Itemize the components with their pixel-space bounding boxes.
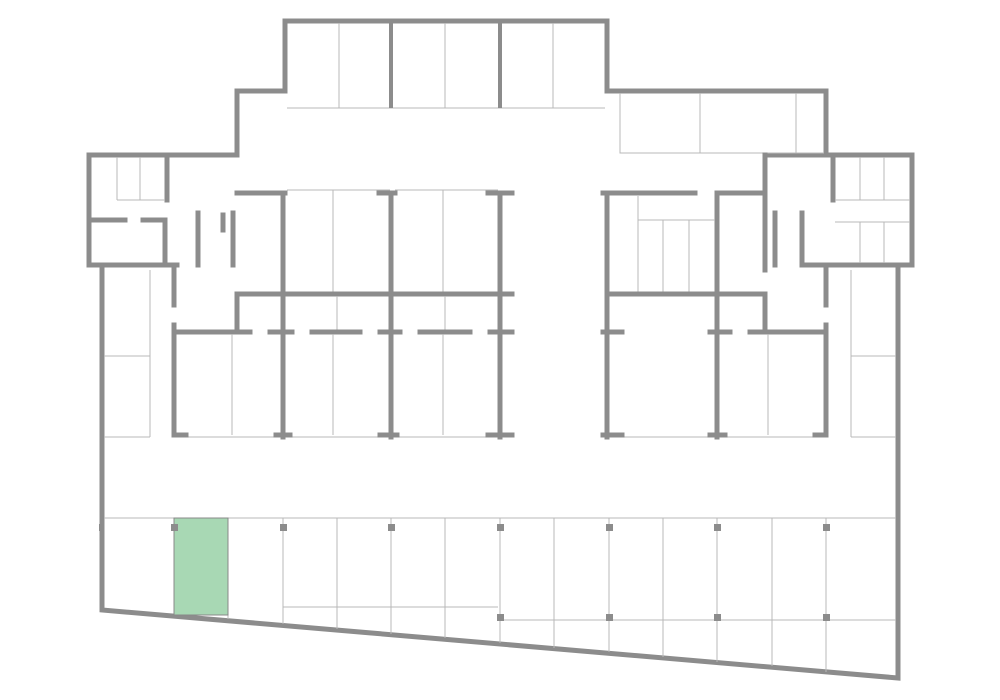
top-stalls [287,23,824,154]
structural-columns [99,524,830,621]
right-side-stalls [850,270,896,438]
highlighted-parking-stall[interactable] [173,517,229,616]
central-left-block [171,189,515,440]
right-stair-core [762,152,910,308]
left-stair-core [88,157,236,308]
central-right-block [600,190,829,440]
outer-walls [86,18,915,681]
left-side-stalls [104,270,151,438]
